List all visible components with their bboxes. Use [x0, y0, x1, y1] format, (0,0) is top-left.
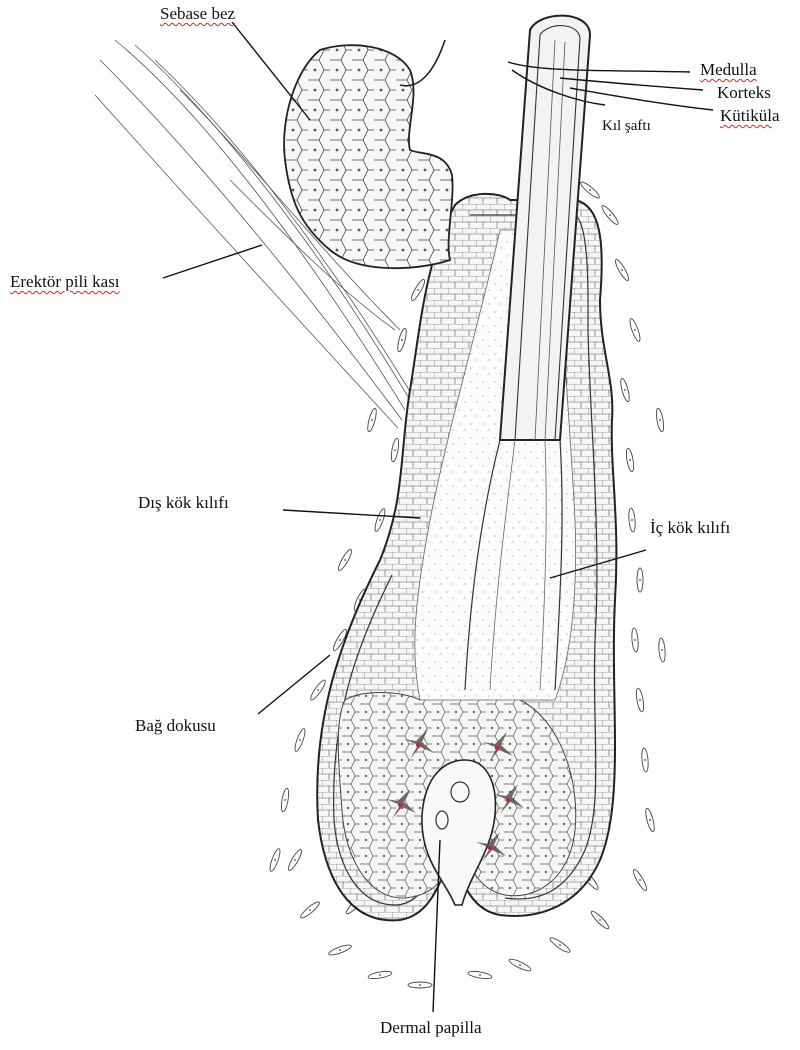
- label-cuticle-main: Kütikül: [720, 106, 772, 125]
- label-medulla: Medulla: [700, 60, 757, 80]
- label-inner-root-sheath: İç kök kılıfı: [650, 518, 730, 538]
- label-cuticle: Kütiküla: [720, 106, 780, 126]
- label-cortex: Korteks: [717, 83, 771, 103]
- sebaceous-gland-shape: [284, 40, 453, 268]
- label-connective-tissue: Bağ dokusu: [135, 716, 216, 736]
- label-dermal-papilla: Dermal papilla: [380, 1018, 482, 1038]
- label-arrector-pili: Erektör pili kası: [10, 272, 120, 292]
- label-cuticle-suffix: a: [772, 106, 780, 125]
- label-sebaceous-gland: Sebase bez: [160, 4, 235, 24]
- label-hair-shaft: Kıl şaftı: [602, 116, 651, 136]
- label-outer-root-sheath: Dış kök kılıfı: [138, 493, 229, 513]
